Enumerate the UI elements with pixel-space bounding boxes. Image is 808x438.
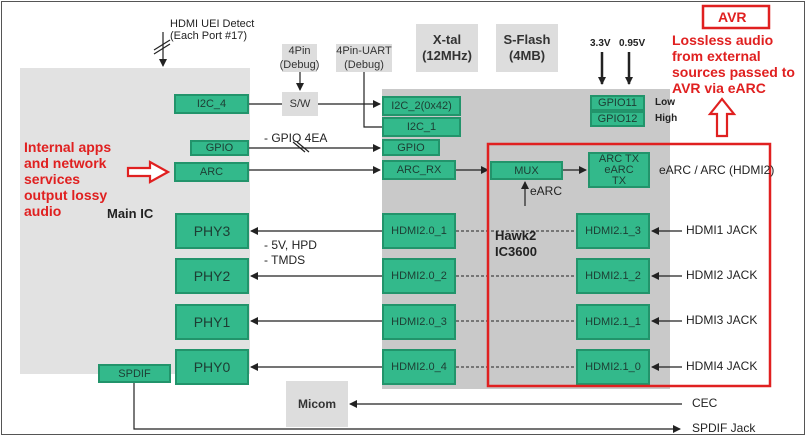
avr-label: AVR (718, 9, 747, 25)
sflash-block: S-Flash (4MB) (496, 24, 558, 72)
debug-4pin-block: 4Pin (Debug) (279, 44, 320, 72)
red-up-arrow (707, 97, 737, 138)
internal-line3: services (24, 171, 81, 187)
main-ic-label: Main IC (107, 206, 154, 221)
5v-hpd-label: - 5V, HPD (264, 238, 317, 252)
pin-hdmi20-2: HDMI2.0_2 (382, 258, 456, 294)
debug-4pin-line2: (Debug) (279, 59, 320, 71)
uei-label-line2: (Each Port #17) (170, 30, 248, 42)
pin-mux: MUX (490, 161, 563, 180)
pin-phy1: PHY1 (175, 304, 249, 340)
uart-to-i2c1-wire (363, 72, 382, 128)
pin-hdmi21-3: HDMI2.1_3 (576, 213, 650, 249)
pin-hawk-gpio: GPIO (382, 139, 440, 156)
pin-arc-rx: ARC_RX (382, 160, 456, 180)
xtal-block: X-tal (12MHz) (416, 24, 478, 72)
uei-bus-slash-2 (153, 43, 171, 55)
internal-line2: and network (24, 155, 107, 171)
hawk2-highlight-box (486, 142, 772, 388)
pin-hdmi20-1: HDMI2.0_1 (382, 213, 456, 249)
pin-phy2: PHY2 (175, 258, 249, 294)
gpio-bus-slash-1 (292, 141, 306, 153)
pin-hdmi20-4: HDMI2.0_4 (382, 349, 456, 385)
hawk2-label: Hawk2 IC3600 (495, 228, 537, 260)
spdif-wire (133, 383, 681, 433)
pin-i2c-1: I2C_1 (382, 117, 461, 137)
tmds-label: - TMDS (264, 253, 306, 267)
pin-i2c-4: I2C_4 (174, 94, 249, 114)
sflash-line2: (4MB) (508, 48, 546, 63)
pin-arc: ARC (174, 162, 249, 182)
arc-tx-line2: eARC (604, 163, 634, 176)
hdmi3-jack-label: HDMI3 JACK (686, 313, 758, 327)
pin-hdmi21-0: HDMI2.1_0 (576, 349, 650, 385)
xtal-line1: X-tal (432, 32, 462, 47)
arc-tx-line3: TX (611, 174, 627, 187)
lossless-annotation: Lossless audio from external sources pas… (672, 32, 795, 96)
hdmi4-jack-label: HDMI4 JACK (686, 359, 758, 373)
high-label: High (655, 113, 678, 124)
red-right-arrow (126, 160, 171, 184)
internal-line5: audio (24, 203, 62, 219)
internal-line4: output lossy (24, 187, 108, 203)
internal-apps-annotation: Internal apps and network services outpu… (24, 139, 111, 219)
lossless-line4: AVR via eARC (672, 80, 766, 96)
3v3-label: 3.3V (590, 38, 611, 49)
cec-label: CEC (692, 396, 718, 410)
uei-label-line1: HDMI UEI Detect (170, 18, 255, 30)
hawk2-label-line1: Hawk2 (495, 228, 537, 243)
debug-4pin-line1: 4Pin (288, 45, 311, 57)
gpio-4ea-label: - GPIO 4EA (264, 131, 328, 145)
pin-hdmi20-3: HDMI2.0_3 (382, 304, 456, 340)
uart-line1: 4Pin-UART (336, 45, 392, 57)
pin-gpio11: GPIO11 (590, 95, 645, 111)
pin-i2c-2: I2C_2(0x42) (382, 96, 461, 116)
sflash-line1: S-Flash (503, 32, 551, 47)
switch-block: S/W (282, 92, 318, 116)
earc-label: eARC (530, 184, 563, 198)
internal-line1: Internal apps (24, 139, 112, 155)
pin-gpio12: GPIO12 (590, 111, 645, 127)
pin-phy0: PHY0 (175, 349, 249, 385)
uart-line2: (Debug) (344, 59, 384, 71)
hdmi2-jack-label: HDMI2 JACK (686, 268, 758, 282)
xtal-line2: (12MHz) (422, 48, 472, 63)
hawk2-label-line2: IC3600 (495, 244, 537, 259)
lossless-line3: sources passed to (672, 64, 795, 80)
pin-arc-tx: ARC TX eARC TX (588, 152, 650, 188)
pin-phy3: PHY3 (175, 213, 249, 249)
lossless-line1: Lossless audio (672, 32, 774, 48)
uei-detect-label: HDMI UEI Detect (Each Port #17) (170, 18, 254, 42)
low-label: Low (655, 97, 675, 108)
micom-block: Micom (286, 381, 348, 427)
uart-debug-block: 4Pin-UART (Debug) (336, 44, 392, 72)
avr-box (701, 4, 771, 30)
pin-hdmi21-1: HDMI2.1_1 (576, 304, 650, 340)
pin-spdif: SPDIF (98, 364, 171, 383)
switch-label: S/W (289, 98, 311, 110)
pin-main-gpio: GPIO (190, 140, 249, 156)
0v95-label: 0.95V (619, 38, 646, 49)
lossless-line2: from external (672, 48, 761, 64)
micom-label: Micom (297, 397, 336, 411)
hdmi1-jack-label: HDMI1 JACK (686, 223, 758, 237)
spdif-jack-label: SPDIF Jack (692, 421, 756, 435)
gpio-bus-slash-2 (296, 141, 310, 153)
earc-arc-hdmi2-label: eARC / ARC (HDMI2) (659, 163, 775, 177)
uei-bus-slash-1 (153, 39, 171, 51)
pin-hdmi21-2: HDMI2.1_2 (576, 258, 650, 294)
arc-tx-line1: ARC TX (598, 152, 640, 165)
